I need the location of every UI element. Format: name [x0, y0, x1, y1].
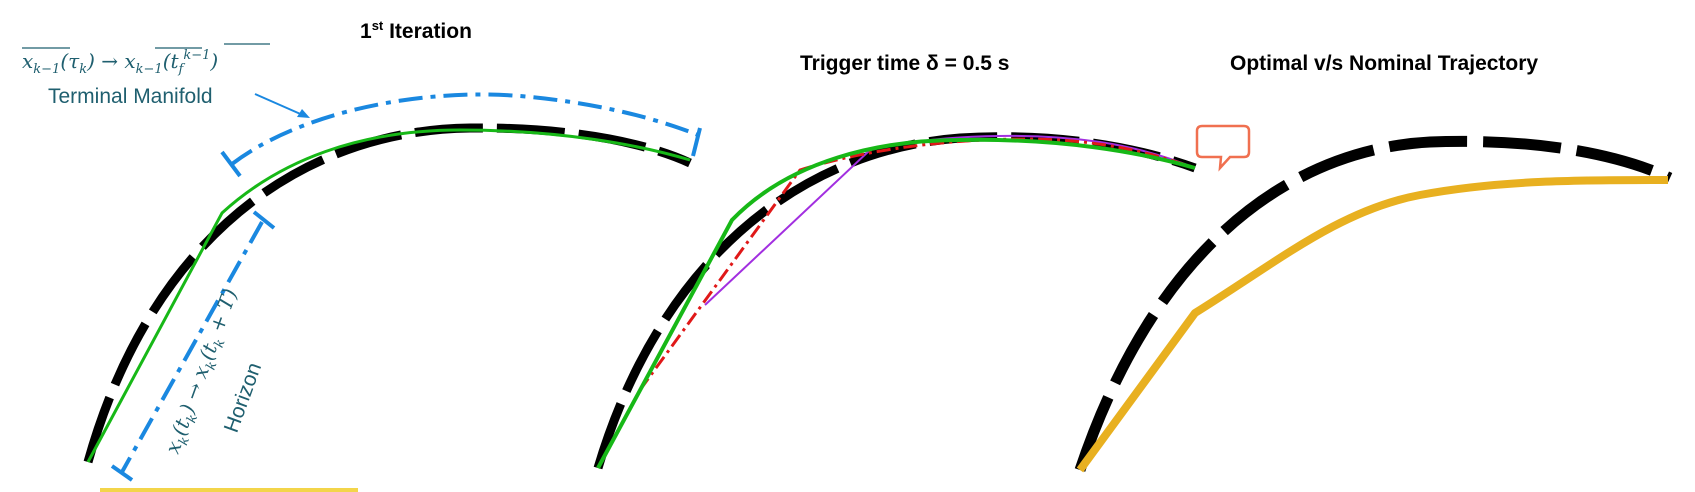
panel-trigger-time: Trigger time δ = 0.5 s [593, 52, 1251, 470]
nominal-trajectory-arc [593, 132, 1197, 470]
arrow-head [297, 109, 310, 118]
optimal-trajectory [86, 128, 691, 463]
panel2-title: Trigger time δ = 0.5 s [800, 52, 1009, 75]
horizon-label: Horizon [220, 360, 266, 436]
svg-text:xk−1(τk) → xk−1(tfk−1): xk−1(τk) → xk−1(tfk−1) [22, 48, 218, 77]
speech-bubble-icon[interactable] [1195, 124, 1251, 172]
manifold-end-cap-left [220, 150, 242, 178]
horizon-end-cap-top [252, 210, 276, 230]
horizon-bracket [120, 221, 264, 473]
trigger-path-red [638, 137, 1196, 391]
nominal-trajectory-arc [1074, 135, 1673, 472]
highlight-bar [100, 488, 358, 492]
panel-first-iteration: 1st Iteration xk−1(τk) → xk−1(tfk−1) Ter… [22, 18, 702, 492]
manifold-end-cap-right [691, 127, 702, 157]
manifold-pointer-arrow [254, 93, 306, 117]
horizon-annotation: xk(tk) → xk(tk + T) Horizon [160, 285, 266, 458]
horizon-end-cap-bottom [110, 464, 134, 482]
terminal-manifold-label: Terminal Manifold [48, 85, 213, 108]
terminal-manifold-bracket [230, 92, 699, 166]
panel3-title: Optimal v/s Nominal Trajectory [1230, 52, 1538, 75]
optimal-trajectory [1076, 176, 1669, 473]
panel-optimal-vs-nominal: Optimal v/s Nominal Trajectory [1074, 52, 1673, 473]
manifold-equation: xk−1(τk) → xk−1(tfk−1) [22, 43, 270, 77]
panel1-title: 1st Iteration [360, 18, 472, 43]
trigger-path-purple [704, 134, 1196, 306]
optimal-trajectory [596, 137, 1196, 469]
